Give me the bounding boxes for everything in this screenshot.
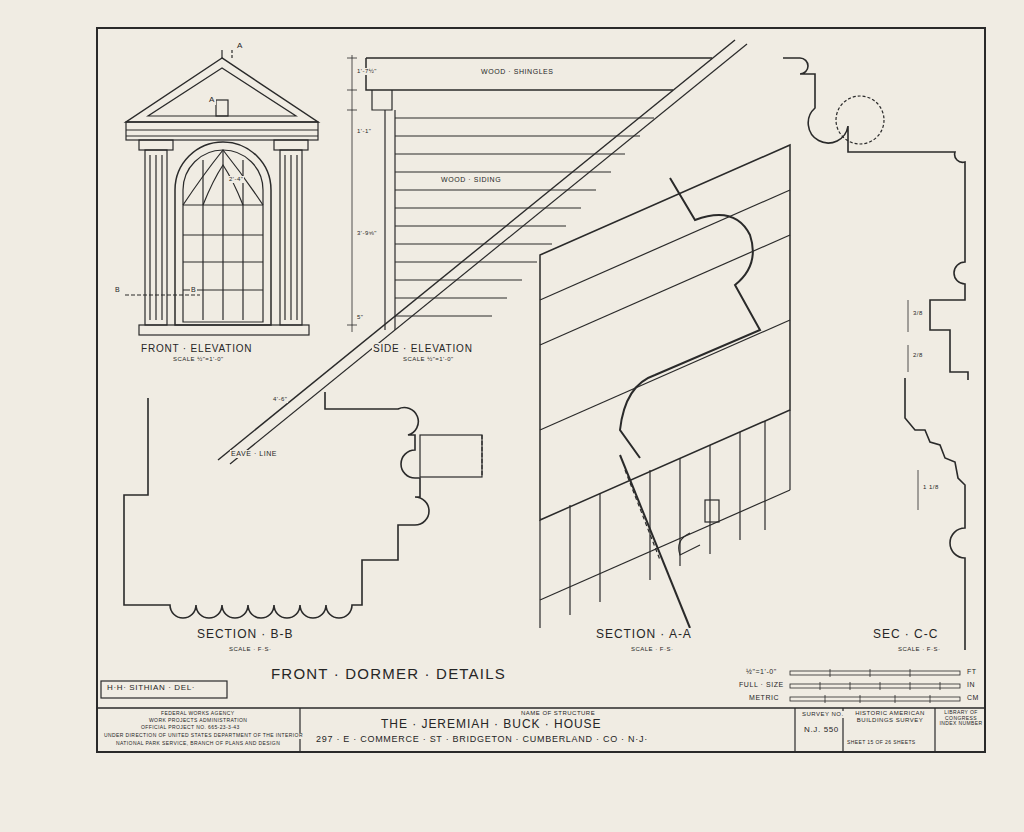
- material-note: WOOD · SIDING: [440, 176, 502, 184]
- title-block-divider: [794, 708, 795, 752]
- structure-caption: NAME OF STRUCTURE: [520, 710, 596, 717]
- section-marker: B: [190, 286, 197, 294]
- delineator-box: [101, 681, 227, 698]
- scale-bar-label: ½"=1'-0": [745, 668, 778, 676]
- structure-name: THE · JEREMIAH · BUCK · HOUSE: [380, 718, 603, 731]
- dimension: 2'-4": [228, 176, 244, 183]
- dimension: 3'-9⅝": [356, 230, 378, 237]
- dimension: 1 1/8: [922, 484, 940, 491]
- sheet-title: FRONT · DORMER · DETAILS: [270, 666, 507, 683]
- agency-note: NATIONAL PARK SERVICE, BRANCH OF PLANS A…: [115, 741, 281, 747]
- section-title: SECTION · A-A: [595, 628, 693, 641]
- title-block-divider: [934, 708, 935, 752]
- survey-caption: SURVEY NO.: [801, 711, 845, 718]
- scale-note: SCALE · F·S·: [897, 646, 941, 653]
- scale-note: SCALE ½"=1'-0": [402, 356, 455, 363]
- front-elevation: [125, 50, 318, 335]
- section-marker: B: [114, 286, 121, 294]
- agency-note: WORK PROJECTS ADMINISTRATION: [148, 718, 248, 724]
- dimension: 4'-6": [272, 396, 288, 403]
- dimension: 3/8: [912, 310, 924, 317]
- section-b-b: [124, 392, 482, 618]
- sheet-number: SHEET 15 OF 26 SHEETS: [846, 740, 917, 746]
- agency-note: UNDER DIRECTION OF UNITED STATES DEPARTM…: [103, 733, 304, 739]
- survey-name: HISTORIC AMERICAN BUILDINGS SURVEY: [846, 710, 934, 723]
- scale-bar-unit: IN: [966, 681, 976, 689]
- scale-note: SCALE ½"=1'-0": [172, 356, 225, 363]
- section-marker: A: [236, 42, 244, 51]
- structure-address: 297 · E · COMMERCE · ST · BRIDGETON · CU…: [315, 735, 649, 745]
- agency-note: OFFICIAL PROJECT NO. 665-23-3-43: [140, 725, 241, 731]
- dimension: 5": [356, 314, 364, 321]
- agency-note: FEDERAL WORKS AGENCY: [160, 711, 235, 717]
- scale-bar-label: METRIC: [748, 694, 780, 702]
- side-elevation: [218, 40, 747, 464]
- material-note: WOOD · SHINGLES: [480, 68, 555, 76]
- section-title: SEC · C-C: [872, 628, 939, 641]
- scale-bar-label: FULL · SIZE: [738, 681, 785, 689]
- scale-bar-unit: FT: [966, 668, 978, 676]
- dimension: 2/8: [912, 352, 924, 359]
- survey-number: N.J. 550: [803, 726, 840, 735]
- sheet-border: [97, 28, 985, 752]
- title-block-line: [97, 707, 985, 709]
- scale-bar-unit: CM: [966, 694, 980, 702]
- section-a-a: [540, 145, 790, 628]
- scale-bars: [790, 669, 960, 703]
- index-caption: LIBRARY OF CONGRESS INDEX NUMBER: [938, 710, 984, 727]
- dimension: 1'-7½": [356, 68, 378, 75]
- view-title: SIDE · ELEVATION: [372, 343, 474, 354]
- section-title: SECTION · B-B: [196, 628, 295, 641]
- eave-note: EAVE · LINE: [230, 450, 278, 458]
- scale-note: SCALE · F·S·: [630, 646, 674, 653]
- dimension: 1'-1": [356, 128, 372, 135]
- delineator: H·H· SITHIAN · DEL·: [106, 684, 196, 693]
- scale-note: SCALE · F·S·: [228, 646, 272, 653]
- title-block-divider: [299, 708, 300, 752]
- view-title: FRONT · ELEVATION: [140, 343, 253, 354]
- section-marker: A: [208, 96, 216, 105]
- section-c-c: [783, 58, 968, 650]
